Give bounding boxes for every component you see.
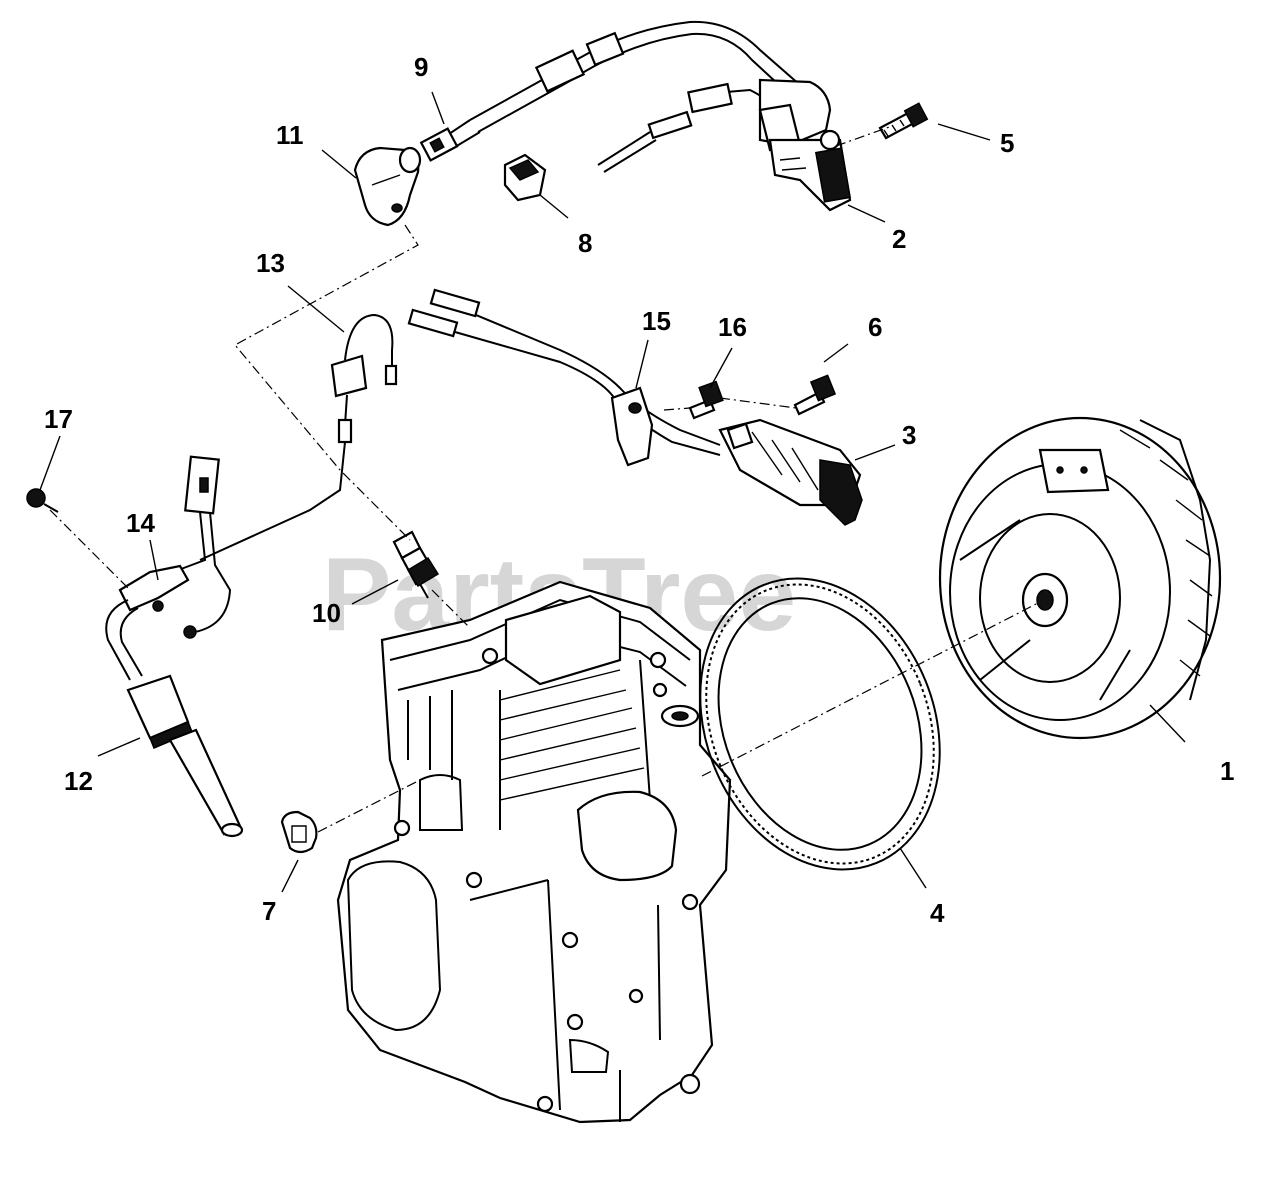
screw-16 bbox=[688, 380, 724, 420]
engine-block bbox=[336, 580, 732, 1124]
ignition-lead-wire bbox=[439, 20, 801, 151]
bolt-17 bbox=[26, 488, 59, 513]
oil-sensor-12 bbox=[126, 674, 244, 838]
label-part-3: 3 bbox=[902, 420, 916, 450]
label-part-6: 6 bbox=[868, 312, 882, 342]
leader-lines bbox=[39, 91, 1186, 893]
label-part-12: 12 bbox=[64, 766, 93, 796]
flywheel-1 bbox=[938, 416, 1222, 740]
label-part-15: 15 bbox=[642, 306, 671, 336]
screw-5 bbox=[878, 102, 929, 140]
label-part-17: 17 bbox=[44, 404, 73, 434]
label-part-13: 13 bbox=[256, 248, 285, 278]
label-part-14: 14 bbox=[126, 508, 155, 538]
capacitor-13 bbox=[199, 313, 398, 561]
label-part-11: 11 bbox=[276, 120, 304, 150]
wire-harness-14 bbox=[105, 455, 232, 681]
part-labels: 1 2 3 4 5 6 7 8 9 10 11 12 13 14 15 16 1… bbox=[44, 52, 1234, 928]
spark-plug-boot-11 bbox=[353, 146, 422, 227]
terminal-connector-9 bbox=[419, 127, 459, 162]
wire-clamp-15 bbox=[610, 386, 654, 467]
label-part-9: 9 bbox=[414, 52, 428, 82]
label-part-16: 16 bbox=[718, 312, 747, 342]
label-part-1: 1 bbox=[1220, 756, 1234, 786]
label-part-4: 4 bbox=[930, 898, 945, 928]
spark-plug-10 bbox=[392, 530, 440, 599]
ignition-coil-module-2 bbox=[597, 78, 852, 212]
label-part-2: 2 bbox=[892, 224, 906, 254]
label-part-10: 10 bbox=[312, 598, 341, 628]
grommet-7 bbox=[280, 810, 318, 854]
label-part-8: 8 bbox=[578, 228, 592, 258]
charging-coil-3 bbox=[407, 288, 863, 526]
ring-gear-4 bbox=[699, 577, 941, 871]
label-part-5: 5 bbox=[1000, 128, 1014, 158]
label-part-7: 7 bbox=[262, 896, 276, 926]
wire-clip-8 bbox=[503, 153, 547, 202]
screw-6 bbox=[793, 374, 837, 416]
